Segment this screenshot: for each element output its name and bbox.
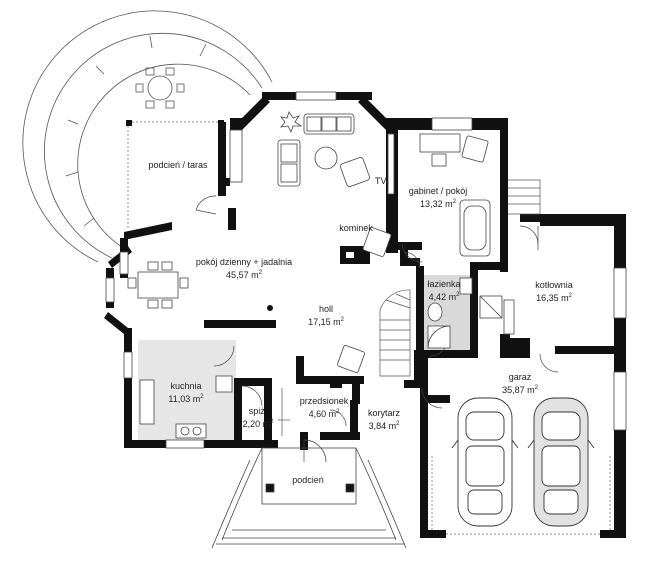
exterior-stairs <box>508 179 541 215</box>
pantry-shelf <box>278 388 290 436</box>
room-living-label: pokój dzienny + jadalnia 45,57 m2 <box>195 257 293 280</box>
room-vestibule-label: przedsionek 4,60 m2 <box>299 396 349 419</box>
room-corridor-label: korytarz 3,84 m2 <box>367 408 401 431</box>
doors <box>195 195 559 463</box>
car-2 <box>527 397 595 527</box>
garage-door-line <box>431 456 611 535</box>
room-fireplace-label: kominek <box>339 223 373 233</box>
front-porch <box>211 447 407 549</box>
plant-icon <box>280 111 303 134</box>
room-porch-label: podcień <box>292 475 324 485</box>
room-bathroom-label: łazienka 4,42 m2 <box>427 279 461 302</box>
terrace-curved-pergola <box>22 10 273 263</box>
room-hall-label: holl 17,15 m2 <box>308 304 344 327</box>
kitchen-fixtures <box>139 375 233 439</box>
hall-staircase <box>379 289 411 377</box>
bathroom-fixtures <box>427 277 473 349</box>
tv-label: TV <box>375 176 387 186</box>
terrace-outline <box>127 121 220 230</box>
column <box>267 305 273 311</box>
room-terrace-label: podcień / taras <box>148 160 208 170</box>
room-pantry-label: spiż. 2,20 m2 <box>242 406 274 429</box>
room-kitchen-label: kuchnia 11,03 m2 <box>168 381 204 404</box>
terrace-table <box>135 67 185 109</box>
car-1 <box>451 397 519 527</box>
room-study-label: gabinet / pokój 13,32 m2 <box>408 186 468 209</box>
living-furniture <box>127 113 395 373</box>
boiler-fixtures <box>479 295 515 335</box>
room-boiler-label: kotłownia 16,35 m2 <box>535 280 573 303</box>
room-garage-label: garaż 35,87 m2 <box>502 372 538 395</box>
study-furniture <box>419 133 491 257</box>
windows <box>105 91 627 449</box>
